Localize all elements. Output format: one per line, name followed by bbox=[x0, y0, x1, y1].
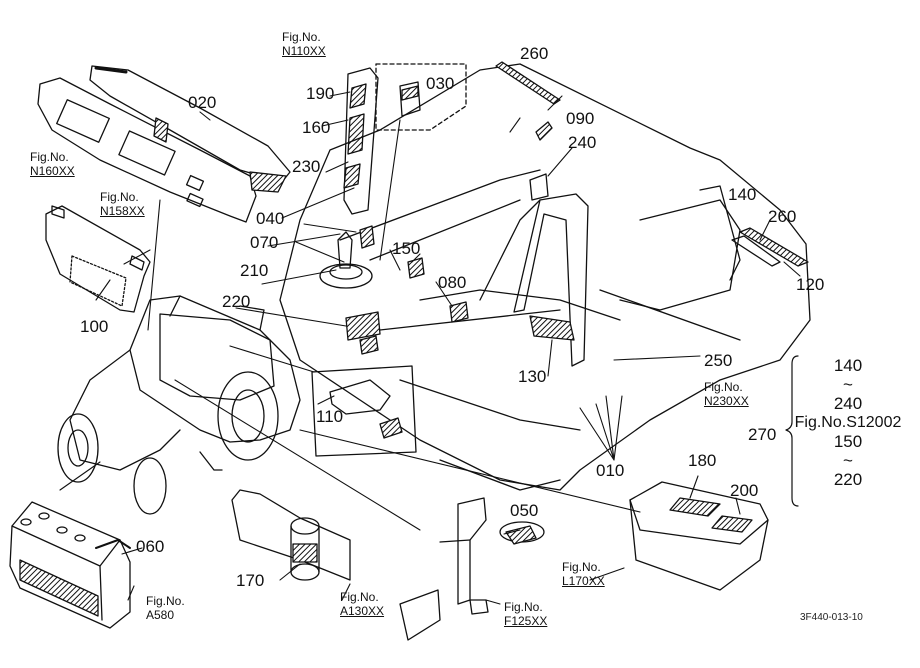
figref-a580: Fig.No. A580 bbox=[146, 594, 185, 622]
part-label-080: 080 bbox=[438, 273, 467, 292]
part-label-040: 040 bbox=[256, 209, 285, 228]
figref-f125-label: Fig.No. bbox=[504, 600, 543, 614]
part-label-260-top: 260 bbox=[520, 44, 549, 63]
part-label-220: 220 bbox=[222, 292, 251, 311]
figref-a580-code: A580 bbox=[146, 608, 175, 622]
figref-n160: Fig.No. N160XX bbox=[30, 150, 75, 178]
range-mid-1: 240 bbox=[833, 394, 863, 413]
figref-n160-label: Fig.No. bbox=[30, 150, 69, 164]
part-label-100: 100 bbox=[80, 317, 109, 336]
figref-n160-code: N160XX bbox=[30, 164, 75, 178]
figref-a130-label: Fig.No. bbox=[340, 590, 379, 604]
side-panel-shape bbox=[45, 205, 151, 313]
cab-body-shape bbox=[279, 63, 811, 491]
drawing-reference: 3F440-013-10 bbox=[800, 612, 863, 623]
part-label-180: 180 bbox=[688, 451, 717, 470]
part-label-050: 050 bbox=[510, 501, 539, 520]
part-label-110: 110 bbox=[316, 407, 344, 426]
range-group: 140 ~ 240 Fig.No.S12002 150 ~ 220 bbox=[786, 356, 910, 489]
part-label-140: 140 bbox=[728, 185, 757, 204]
part-label-130: 130 bbox=[518, 367, 547, 386]
range-fig: Fig.No.S12002 bbox=[794, 414, 902, 431]
steering-column-shape bbox=[343, 67, 379, 215]
range-tilde-2: ~ bbox=[843, 451, 853, 470]
cylinder-shape bbox=[231, 489, 351, 581]
figref-a130-code: A130XX bbox=[340, 604, 385, 618]
part-label-240: 240 bbox=[568, 133, 597, 152]
figref-f125-code: F125XX bbox=[504, 614, 548, 628]
range-start: 140 bbox=[833, 356, 863, 375]
part-label-250: 250 bbox=[704, 351, 733, 370]
part-label-070: 070 bbox=[250, 233, 279, 252]
figref-a130: Fig.No. A130XX bbox=[340, 590, 384, 618]
range-tilde-1: ~ bbox=[843, 375, 853, 394]
battery-shape bbox=[9, 501, 131, 629]
figref-l170: Fig.No. L170XX bbox=[562, 560, 605, 588]
figref-n230: Fig.No. N230XX bbox=[704, 380, 749, 408]
part-label-170: 170 bbox=[236, 571, 265, 590]
figref-n110-code: N110XX bbox=[282, 44, 326, 58]
part-label-270: 270 bbox=[748, 425, 777, 444]
figref-l170-label: Fig.No. bbox=[562, 560, 601, 574]
tractor-shape bbox=[57, 295, 301, 515]
figref-n230-code: N230XX bbox=[704, 394, 749, 408]
figref-n230-label: Fig.No. bbox=[704, 380, 743, 394]
leader-lines bbox=[59, 91, 801, 605]
inset-030-shape bbox=[375, 63, 467, 131]
pedal-shape bbox=[399, 497, 545, 641]
figref-n110-label: Fig.No. bbox=[282, 30, 321, 44]
figref-n110: Fig.No. N110XX bbox=[282, 30, 326, 58]
console-shape bbox=[319, 225, 575, 355]
range-end: 220 bbox=[833, 470, 863, 489]
range-brace bbox=[785, 355, 799, 507]
part-label-090: 090 bbox=[566, 109, 595, 128]
part-label-150: 150 bbox=[392, 239, 421, 258]
part-label-190: 190 bbox=[306, 84, 335, 103]
storage-box-shape bbox=[629, 481, 769, 591]
part-label-210: 210 bbox=[240, 261, 269, 280]
figref-n158-label: Fig.No. bbox=[100, 190, 139, 204]
part-label-020: 020 bbox=[188, 93, 217, 112]
part-label-230: 230 bbox=[292, 157, 321, 176]
range-mid-2: 150 bbox=[833, 432, 863, 451]
figref-n158-code: N158XX bbox=[100, 204, 145, 218]
part-label-010: 010 bbox=[596, 461, 625, 480]
part-label-060: 060 bbox=[136, 537, 165, 556]
part-label-030: 030 bbox=[426, 74, 455, 93]
part-label-260-right: 260 bbox=[768, 207, 797, 226]
dash-panel-shape bbox=[37, 65, 291, 223]
trim-strips-shape bbox=[495, 61, 809, 267]
figref-a580-label: Fig.No. bbox=[146, 594, 185, 608]
inset-110-shape bbox=[311, 365, 417, 457]
figref-l170-code: L170XX bbox=[562, 574, 605, 588]
part-label-200: 200 bbox=[730, 481, 759, 500]
part-label-160: 160 bbox=[302, 118, 331, 137]
figref-n158: Fig.No. N158XX bbox=[100, 190, 145, 218]
part-label-120: 120 bbox=[796, 275, 825, 294]
figref-f125: Fig.No. F125XX bbox=[504, 600, 547, 628]
